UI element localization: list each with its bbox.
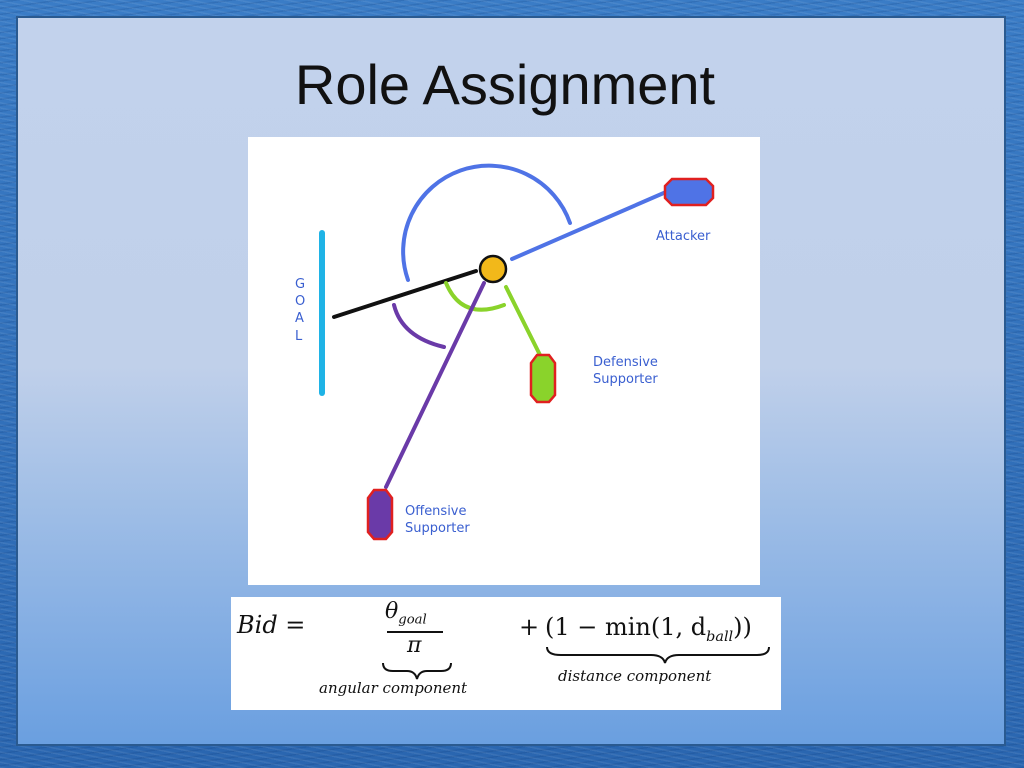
goal-letter-o: O bbox=[295, 294, 305, 309]
role-diagram-svg: G O A L Attacker Defensive Supporter Off… bbox=[295, 163, 715, 541]
formula-plus: + bbox=[519, 613, 540, 641]
formula-numerator: θgoal bbox=[385, 599, 427, 627]
defensive-line bbox=[504, 285, 542, 357]
formula-distance-sub: ball bbox=[706, 628, 734, 645]
attacker-robot bbox=[663, 177, 715, 207]
formula-distance-suffix: )) bbox=[733, 613, 752, 641]
distance-component-label: distance component bbox=[558, 667, 712, 685]
offensive-label-line1: Offensive bbox=[405, 504, 467, 519]
offensive-label-line2: Supporter bbox=[405, 521, 470, 536]
role-diagram: G O A L Attacker Defensive Supporter Off… bbox=[248, 137, 760, 585]
defensive-robot bbox=[529, 353, 557, 404]
bid-formula: Bid = θgoal π + (1 − min(1, dball)) angu… bbox=[231, 597, 781, 710]
defensive-label-line1: Defensive bbox=[593, 355, 658, 370]
goal-letter-a: A bbox=[295, 311, 304, 326]
formula-distance-expr: (1 − min(1, dball)) bbox=[545, 613, 752, 645]
goal-letter-g: G bbox=[295, 277, 305, 292]
offensive-angle-arc bbox=[392, 303, 446, 349]
formula-denominator: π bbox=[407, 633, 422, 658]
formula-distance-prefix: (1 − min(1, d bbox=[545, 613, 707, 641]
distance-underbrace bbox=[546, 646, 770, 664]
offensive-line bbox=[384, 281, 486, 489]
attacker-line bbox=[510, 190, 668, 261]
formula-theta-sub: goal bbox=[398, 612, 427, 628]
ball bbox=[478, 254, 508, 284]
angular-component-label: angular component bbox=[319, 679, 468, 697]
formula-braces bbox=[382, 646, 770, 680]
formula-theta: θ bbox=[385, 599, 399, 624]
ball-to-goal-line bbox=[332, 269, 478, 319]
offensive-robot bbox=[366, 488, 394, 541]
attacker-label: Attacker bbox=[656, 229, 711, 244]
attacker-angle-arc bbox=[401, 163, 572, 282]
formula-lhs: Bid = bbox=[237, 611, 306, 639]
defensive-angle-arc bbox=[444, 281, 506, 312]
angular-underbrace bbox=[382, 662, 452, 680]
fraction-bar bbox=[387, 631, 443, 633]
defensive-label-line2: Supporter bbox=[593, 372, 658, 387]
slide-title: Role Assignment bbox=[294, 53, 716, 116]
goal-letter-l: L bbox=[295, 329, 303, 344]
